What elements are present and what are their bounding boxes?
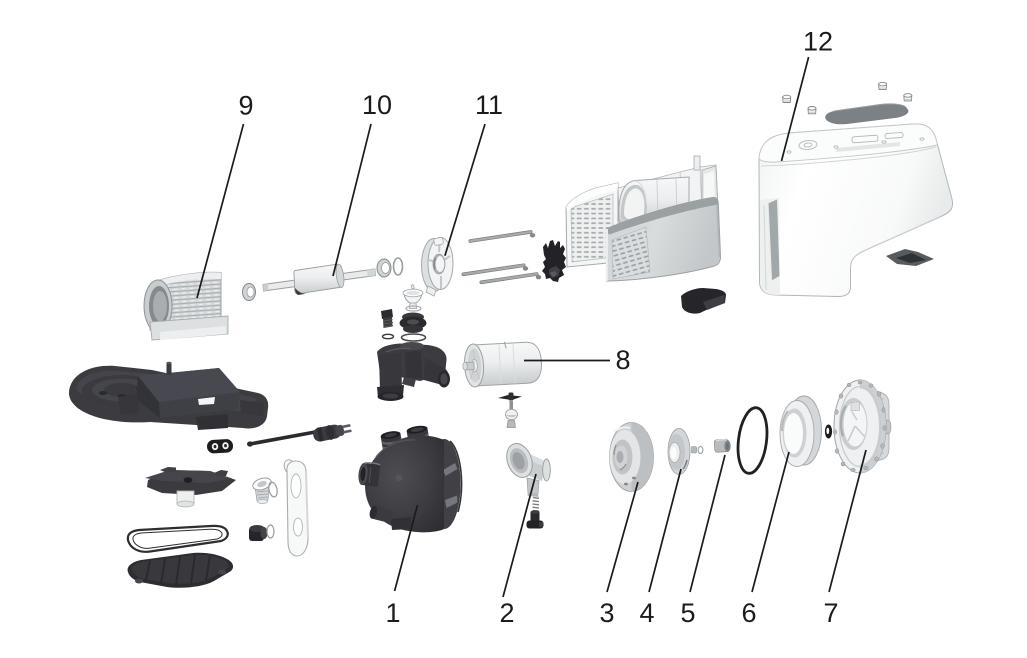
svg-text:6: 6	[741, 598, 756, 628]
svg-text:1: 1	[385, 598, 400, 628]
svg-text:5: 5	[680, 598, 695, 628]
svg-text:11: 11	[475, 90, 503, 120]
svg-text:12: 12	[803, 27, 833, 57]
svg-text:9: 9	[238, 91, 253, 121]
svg-text:8: 8	[615, 345, 630, 375]
svg-text:7: 7	[823, 598, 838, 628]
svg-text:4: 4	[639, 598, 654, 628]
svg-text:10: 10	[362, 90, 392, 120]
svg-text:2: 2	[499, 598, 514, 628]
svg-text:3: 3	[599, 598, 614, 628]
